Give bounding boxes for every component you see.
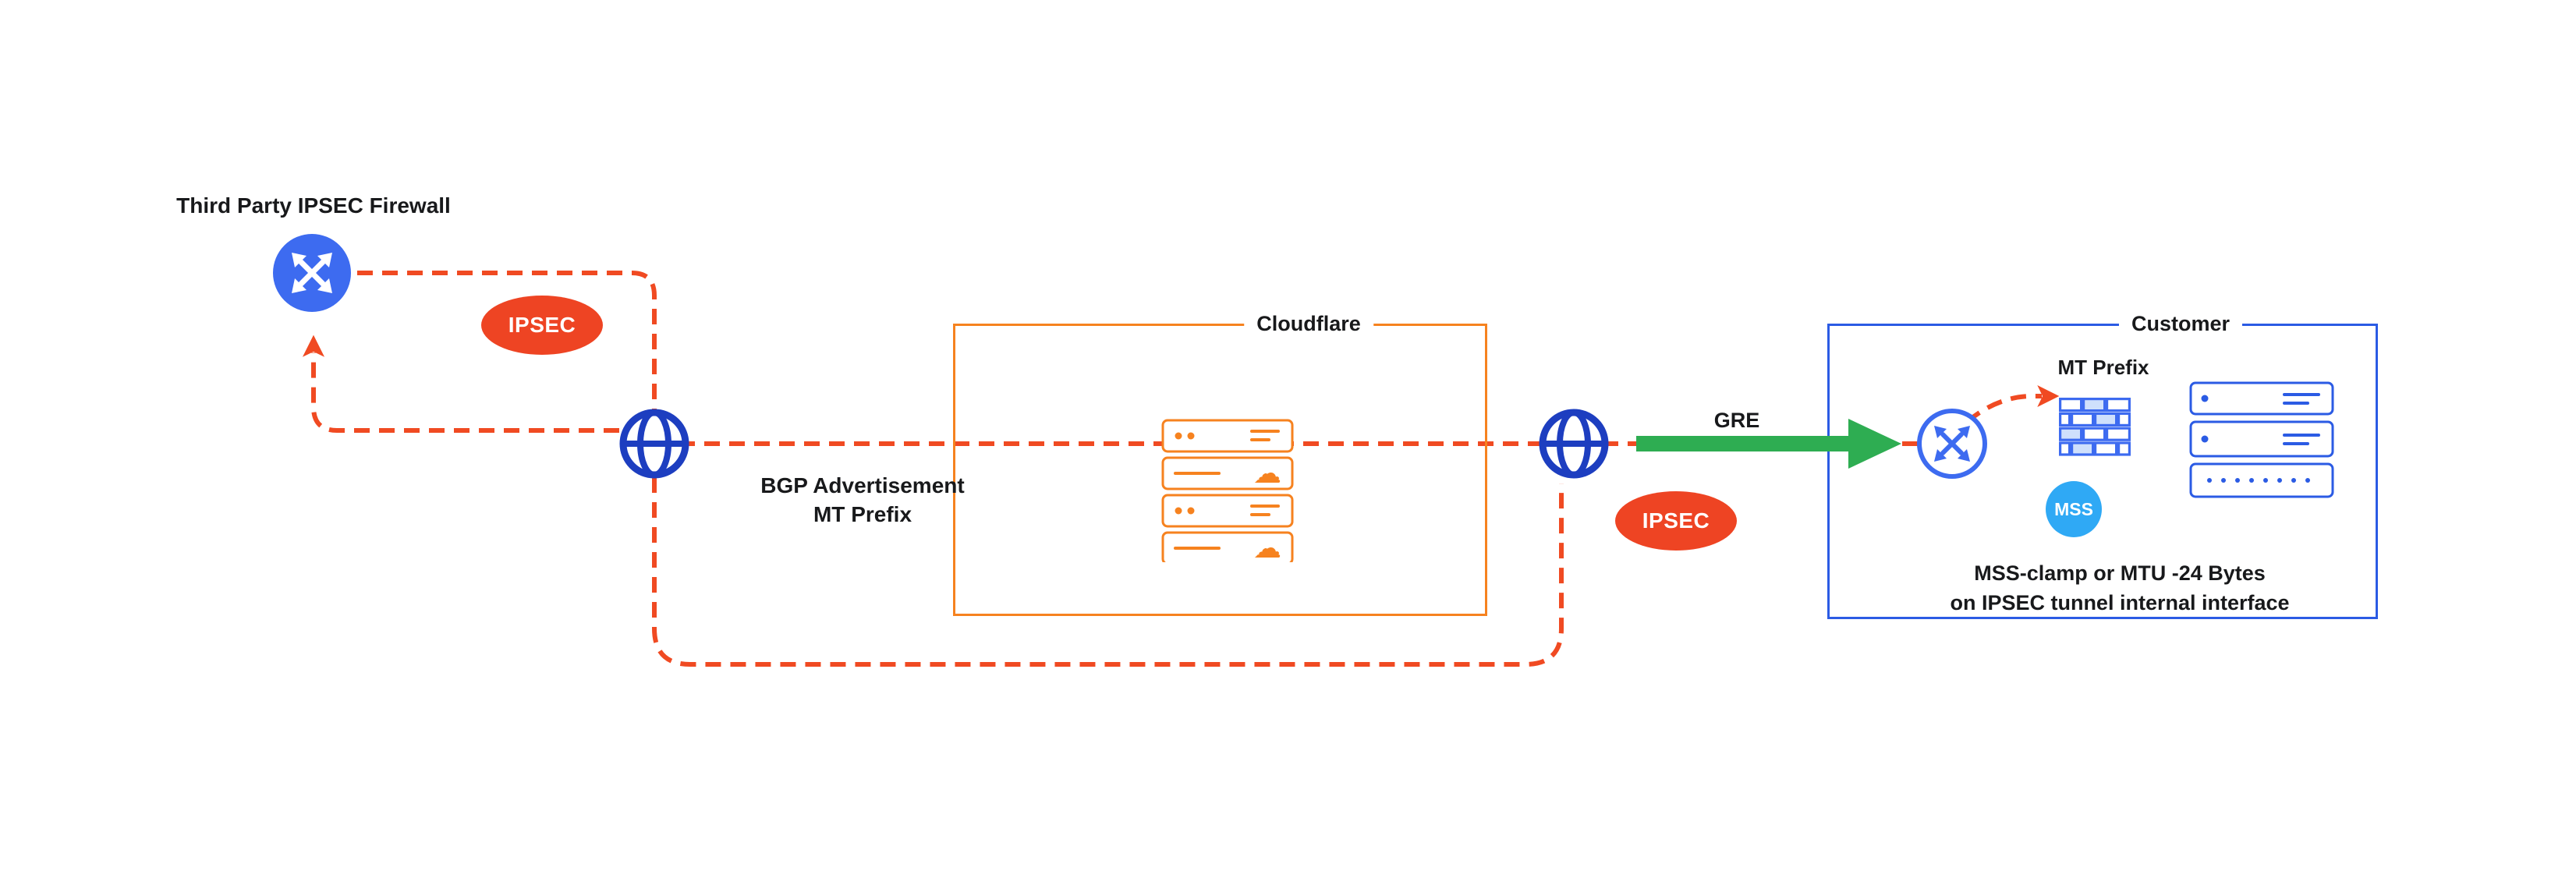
cloudflare-box-label: Cloudflare	[1244, 312, 1373, 336]
ipsec-path-return-to-firewall	[302, 335, 644, 433]
gre-label: GRE	[1713, 409, 1760, 432]
customer-server-stack-icon	[2189, 381, 2334, 498]
ipsec-badge-left-label: IPSEC	[508, 313, 576, 337]
firewall-bricks-icon	[2059, 398, 2131, 459]
customer-box: Customer	[1827, 312, 2378, 619]
mss-badge: MSS	[2046, 481, 2102, 537]
cloud-icon: ☁	[1253, 457, 1281, 489]
mt-prefix-label: MT Prefix	[2057, 356, 2149, 379]
customer-router-icon	[1916, 408, 1988, 480]
globe-icon	[619, 409, 689, 479]
cloudflare-server-stack-icon: ☁ ☁	[1161, 419, 1294, 565]
bgp-advertisement-label: BGP Advertisement MT Prefix	[668, 471, 1058, 529]
bgp-advertisement-line2: MT Prefix	[813, 502, 912, 526]
internet-globe-right	[1536, 406, 1611, 481]
mss-badge-label: MSS	[2054, 498, 2093, 519]
ipsec-path-router-to-mt-prefix	[1965, 384, 2060, 424]
mss-clamp-note-line1: MSS-clamp or MTU -24 Bytes	[1974, 561, 2266, 585]
ipsec-badge-left: IPSEC	[481, 296, 603, 355]
cloudflare-box: Cloudflare	[953, 312, 1487, 616]
customer-box-label: Customer	[2118, 312, 2243, 336]
mss-clamp-note-line2: on IPSEC tunnel internal interface	[1950, 591, 2290, 614]
brick-wall-icon	[2059, 398, 2131, 456]
server-stack-icon	[2189, 381, 2334, 498]
cloud-icon: ☁	[1253, 532, 1281, 562]
mss-clamp-note: MSS-clamp or MTU -24 Bytes on IPSEC tunn…	[1847, 558, 2393, 618]
router-icon	[1917, 409, 1987, 479]
router-icon	[273, 234, 351, 312]
globe-icon	[1539, 409, 1609, 479]
gre-arrow-head	[1848, 419, 1901, 469]
ipsec-badge-right: IPSEC	[1615, 491, 1737, 551]
ipsec-path-firewall-to-internet	[357, 271, 657, 410]
bgp-advertisement-line1: BGP Advertisement	[760, 473, 965, 497]
third-party-firewall-router-icon	[271, 232, 353, 313]
server-stack-icon: ☁ ☁	[1161, 419, 1294, 565]
internet-globe-left	[617, 406, 692, 481]
ipsec-path-bottom-loop	[652, 477, 1564, 667]
third-party-firewall-label: Third Party IPSEC Firewall	[176, 193, 451, 218]
ipsec-badge-right-label: IPSEC	[1642, 508, 1710, 533]
